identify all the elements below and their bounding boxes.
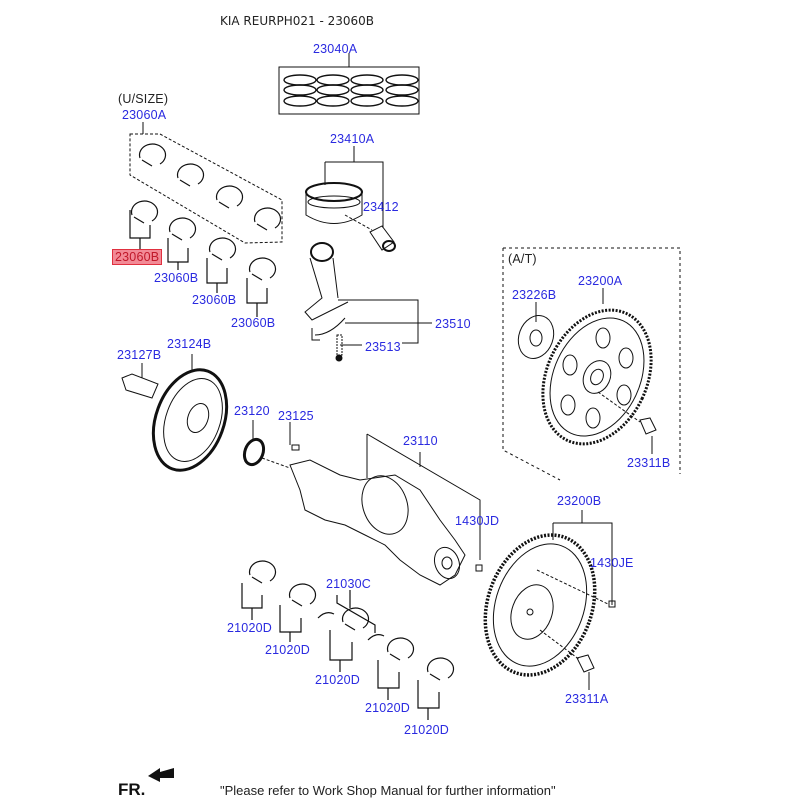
part-label-23060B-selected[interactable]: 23060B: [112, 249, 163, 265]
group-label-undersize: (U/SIZE): [118, 92, 169, 106]
part-label-23410A[interactable]: 23410A: [330, 132, 375, 146]
piston-rings-illustration: [278, 53, 420, 115]
part-label-23120[interactable]: 23120: [234, 404, 270, 418]
part-label-21020D[interactable]: 21020D: [265, 643, 310, 657]
part-label-23226B[interactable]: 23226B: [512, 288, 557, 302]
part-label-23311B[interactable]: 23311B: [627, 456, 671, 470]
part-label-23127B[interactable]: 23127B: [117, 348, 162, 362]
crank-pulley-illustration: [121, 354, 229, 472]
piston-illustration: [305, 146, 396, 252]
group-label-auto-trans: (A/T): [508, 252, 537, 266]
undersize-bearing-set-illustration: [129, 122, 283, 244]
part-label-21030C[interactable]: 21030C: [326, 577, 371, 591]
part-label-23060B[interactable]: 23060B: [154, 271, 199, 285]
part-label-23060B[interactable]: 23060B: [231, 316, 276, 330]
front-direction-arrow-icon: [148, 768, 174, 782]
part-label-23060A[interactable]: 23060A: [122, 108, 167, 122]
front-seal-and-key-illustration: [242, 420, 300, 469]
part-label-23110[interactable]: 23110: [403, 434, 438, 448]
part-label-23040A[interactable]: 23040A: [313, 42, 358, 56]
part-label-23200B[interactable]: 23200B: [557, 494, 602, 508]
main-bearings-illustration: [241, 560, 455, 720]
part-label-23060B[interactable]: 23060B: [192, 293, 237, 307]
crankshaft-illustration: [289, 433, 483, 586]
part-label-21020D[interactable]: 21020D: [365, 701, 410, 715]
part-label-1430JE[interactable]: 1430JE: [590, 556, 634, 570]
part-label-23513[interactable]: 23513: [365, 340, 401, 354]
part-label-23311A[interactable]: 23311A: [565, 692, 609, 706]
connecting-rod-illustration: [304, 242, 432, 362]
part-label-23200A[interactable]: 23200A: [578, 274, 623, 288]
part-label-23125[interactable]: 23125: [278, 409, 314, 423]
part-label-1430JD[interactable]: 1430JD: [455, 514, 500, 528]
part-label-23124B[interactable]: 23124B: [167, 337, 212, 351]
bearing-shells-illustration: [129, 200, 277, 317]
front-direction-label: FR.: [118, 780, 146, 799]
part-label-21020D[interactable]: 21020D: [315, 673, 360, 687]
auto-trans-flexplate-illustration: [502, 247, 681, 481]
manual-flywheel-illustration: [483, 510, 616, 690]
part-label-23510[interactable]: 23510: [435, 317, 471, 331]
workshop-manual-note: "Please refer to Work Shop Manual for fu…: [220, 783, 556, 798]
part-label-23412[interactable]: 23412: [363, 200, 399, 214]
diagram-title: KIA REURPH021 - 23060B: [220, 14, 375, 28]
part-label-21020D[interactable]: 21020D: [227, 621, 272, 635]
part-label-21020D[interactable]: 21020D: [404, 723, 449, 737]
